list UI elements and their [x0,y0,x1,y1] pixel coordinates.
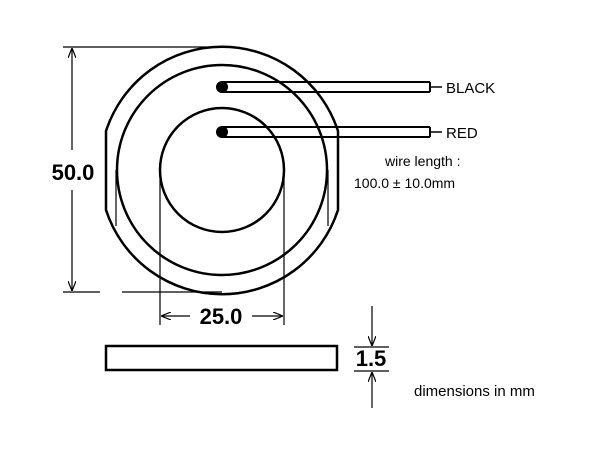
black-wire-label: BLACK [446,80,495,97]
black-wire [216,81,442,93]
outer-diameter-label: 50.0 [52,160,95,185]
inner-diameter-label: 25.0 [200,304,243,329]
middle-ring [115,63,329,277]
wire-length-label: wire length : [384,153,460,169]
units-note: dimensions in mm [414,383,535,400]
inner-diameter-dimension [159,170,285,325]
thickness-label: 1.5 [356,346,387,371]
wire-length-value: 100.0 ± 10.0mm [354,175,455,191]
outer-disc-outline [104,45,340,296]
outer-diameter-dimension [63,46,222,293]
red-wire [216,126,442,138]
red-wire-label: RED [446,125,478,142]
side-view-disc [104,344,339,372]
thickness-dimension [354,306,389,408]
